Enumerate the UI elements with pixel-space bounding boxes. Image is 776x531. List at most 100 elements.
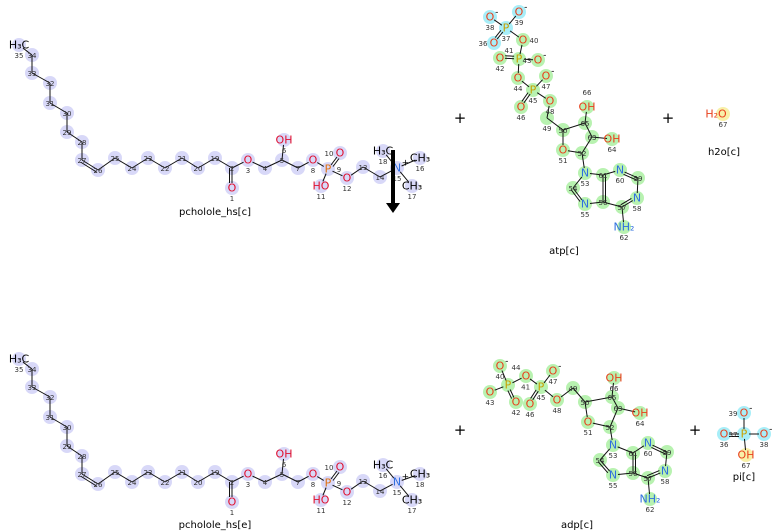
atom-charge: + [402,473,410,483]
atom-highlight [225,495,239,509]
atom-number: 33 [28,384,37,392]
atom-number: 20 [194,165,203,173]
atom-number: 30 [63,424,72,432]
atom-element-label: NH₂ [640,493,661,506]
bond [197,471,216,483]
atom-number: 37 [729,431,738,439]
atom-number: 67 [742,462,751,470]
bond [281,144,284,161]
atom-number: 65 [581,120,590,128]
bond [66,445,83,457]
bond [297,475,309,483]
atom-number: 35 [15,366,24,374]
bond [652,444,668,453]
atom-number: 31 [46,100,55,108]
bond [617,446,634,454]
bond [264,473,283,483]
double-bond-line [80,475,97,487]
atom-element-label: O [760,428,769,441]
atom-highlight [641,436,655,450]
atom-number: 33 [28,70,37,78]
bond [22,47,33,56]
atom-number: 43 [523,57,532,65]
bond [322,487,327,496]
atom-element-label: OH [604,133,621,146]
atom-number: 55 [609,482,618,490]
bond [501,370,507,381]
atom-element-label: H₃C [9,353,30,366]
atom-number: 14 [376,488,385,496]
bond [581,152,585,169]
atom-number: 9 [337,480,341,488]
atom-element-label: OH [632,407,649,420]
atom-highlight [534,380,548,394]
atom-number: 49 [543,125,552,133]
atom-element-label: O [343,172,352,185]
atom-number: 24 [128,165,137,173]
bond [621,200,633,208]
bond [401,159,416,167]
atom-number: 35 [15,52,24,60]
atom-element-label: OH [606,372,623,385]
atom-element-label: CH₃ [402,494,422,507]
bond [609,426,613,441]
atom-element-label: O [549,365,558,378]
bond [617,407,636,413]
atom-number: 10 [325,150,334,158]
atom-element-label: O [228,182,237,195]
plus-sign: + [454,109,467,127]
atom-number: 63 [614,405,623,413]
bond [399,171,410,183]
atom-highlight [225,181,239,195]
bond [529,378,538,385]
atom-number: 51 [559,157,568,165]
bond [602,201,623,208]
atom-element-label: O [343,486,352,499]
atom-number: 54 [569,185,578,193]
atom-charge: - [524,3,527,13]
bond [609,407,619,428]
atom-number: 41 [521,384,530,392]
bond [589,173,604,176]
bond [611,382,614,398]
atom-highlight [493,51,507,65]
bond [584,401,588,418]
atom-number: 47 [549,378,558,386]
bond [536,79,543,87]
atom-number: 56 [629,470,638,478]
bond [584,122,593,138]
atom-number: 6 [282,147,287,155]
atom-element-label: O [519,34,528,47]
atom-element-label: CH₃ [402,180,422,193]
atom-highlight [340,171,354,185]
atom-number: 28 [78,139,87,147]
bond [362,480,381,492]
atom-element-label: O [740,407,749,420]
bond [49,416,68,428]
atom-number: 66 [583,89,592,97]
atom-number: 48 [546,108,555,116]
double-bond-line [494,30,502,38]
bonds [22,15,759,497]
atom-highlight [531,53,545,67]
bond [379,483,393,492]
atom-number: 11 [317,507,326,515]
atom-number: 4 [263,165,268,173]
atom-element-label: O [526,398,535,411]
double-bond-line [332,158,340,167]
atom-highlight [606,468,620,482]
atom-number: 6 [282,461,287,469]
atom-number: 32 [46,394,55,402]
atom-number: 38 [486,24,495,32]
bond [49,102,68,114]
bond [509,30,520,38]
atom-highlight [376,144,390,158]
bond [281,159,299,169]
bond [532,390,539,401]
atom-number: 25 [111,469,120,477]
atom-element-label: H₃C [373,459,394,472]
atom-number: 32 [46,80,55,88]
atom-number: 9 [337,166,341,174]
double-bond-line [80,161,97,173]
atom-number: 24 [128,479,137,487]
